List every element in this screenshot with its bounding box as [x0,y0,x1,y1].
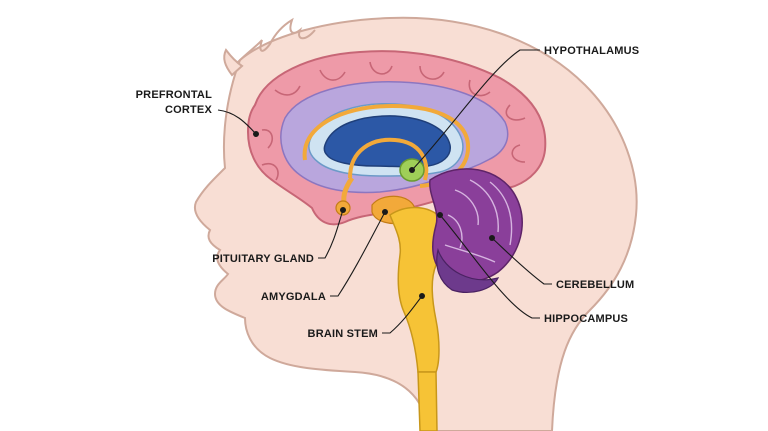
label-pituitary-gland: PITUITARY GLAND [212,253,314,265]
label-brain-stem: BRAIN STEM [308,328,378,340]
label-prefrontal-cortex-line2: CORTEX [165,104,212,116]
leader-hypothalamus [411,49,540,171]
cerebellum-folds [444,179,513,263]
dot-amygdala [382,209,388,215]
leader-cerebellum [491,237,552,285]
label-hippocampus: HIPPOCAMPUS [544,313,628,325]
dot-brain-stem [419,293,425,299]
cortex-folds [261,61,526,181]
cerebellum-shape [429,168,523,283]
leader-pituitary-gland [318,209,344,259]
leader-brain-stem [382,295,423,334]
dot-cerebellum [489,235,495,241]
label-cerebellum: CEREBELLUM [556,279,634,291]
leader-prefrontal-cortex [217,109,257,135]
leader-amygdala [330,211,386,297]
hair-spike-front [223,48,244,77]
hair-tufts [237,17,316,63]
dot-hippocampus [437,212,443,218]
dot-hypothalamus [409,167,415,173]
label-hypothalamus: HYPOTHALAMUS [544,45,639,57]
dot-prefrontal-cortex [253,131,259,137]
label-prefrontal-cortex-line1: PREFRONTAL [136,89,212,101]
leader-hippocampus [439,214,540,319]
dot-pituitary-gland [340,207,346,213]
hippocampus-shape [436,247,500,293]
label-amygdala: AMYGDALA [261,291,326,303]
thalamus-loop [348,137,429,181]
spinal-cord [417,371,438,431]
